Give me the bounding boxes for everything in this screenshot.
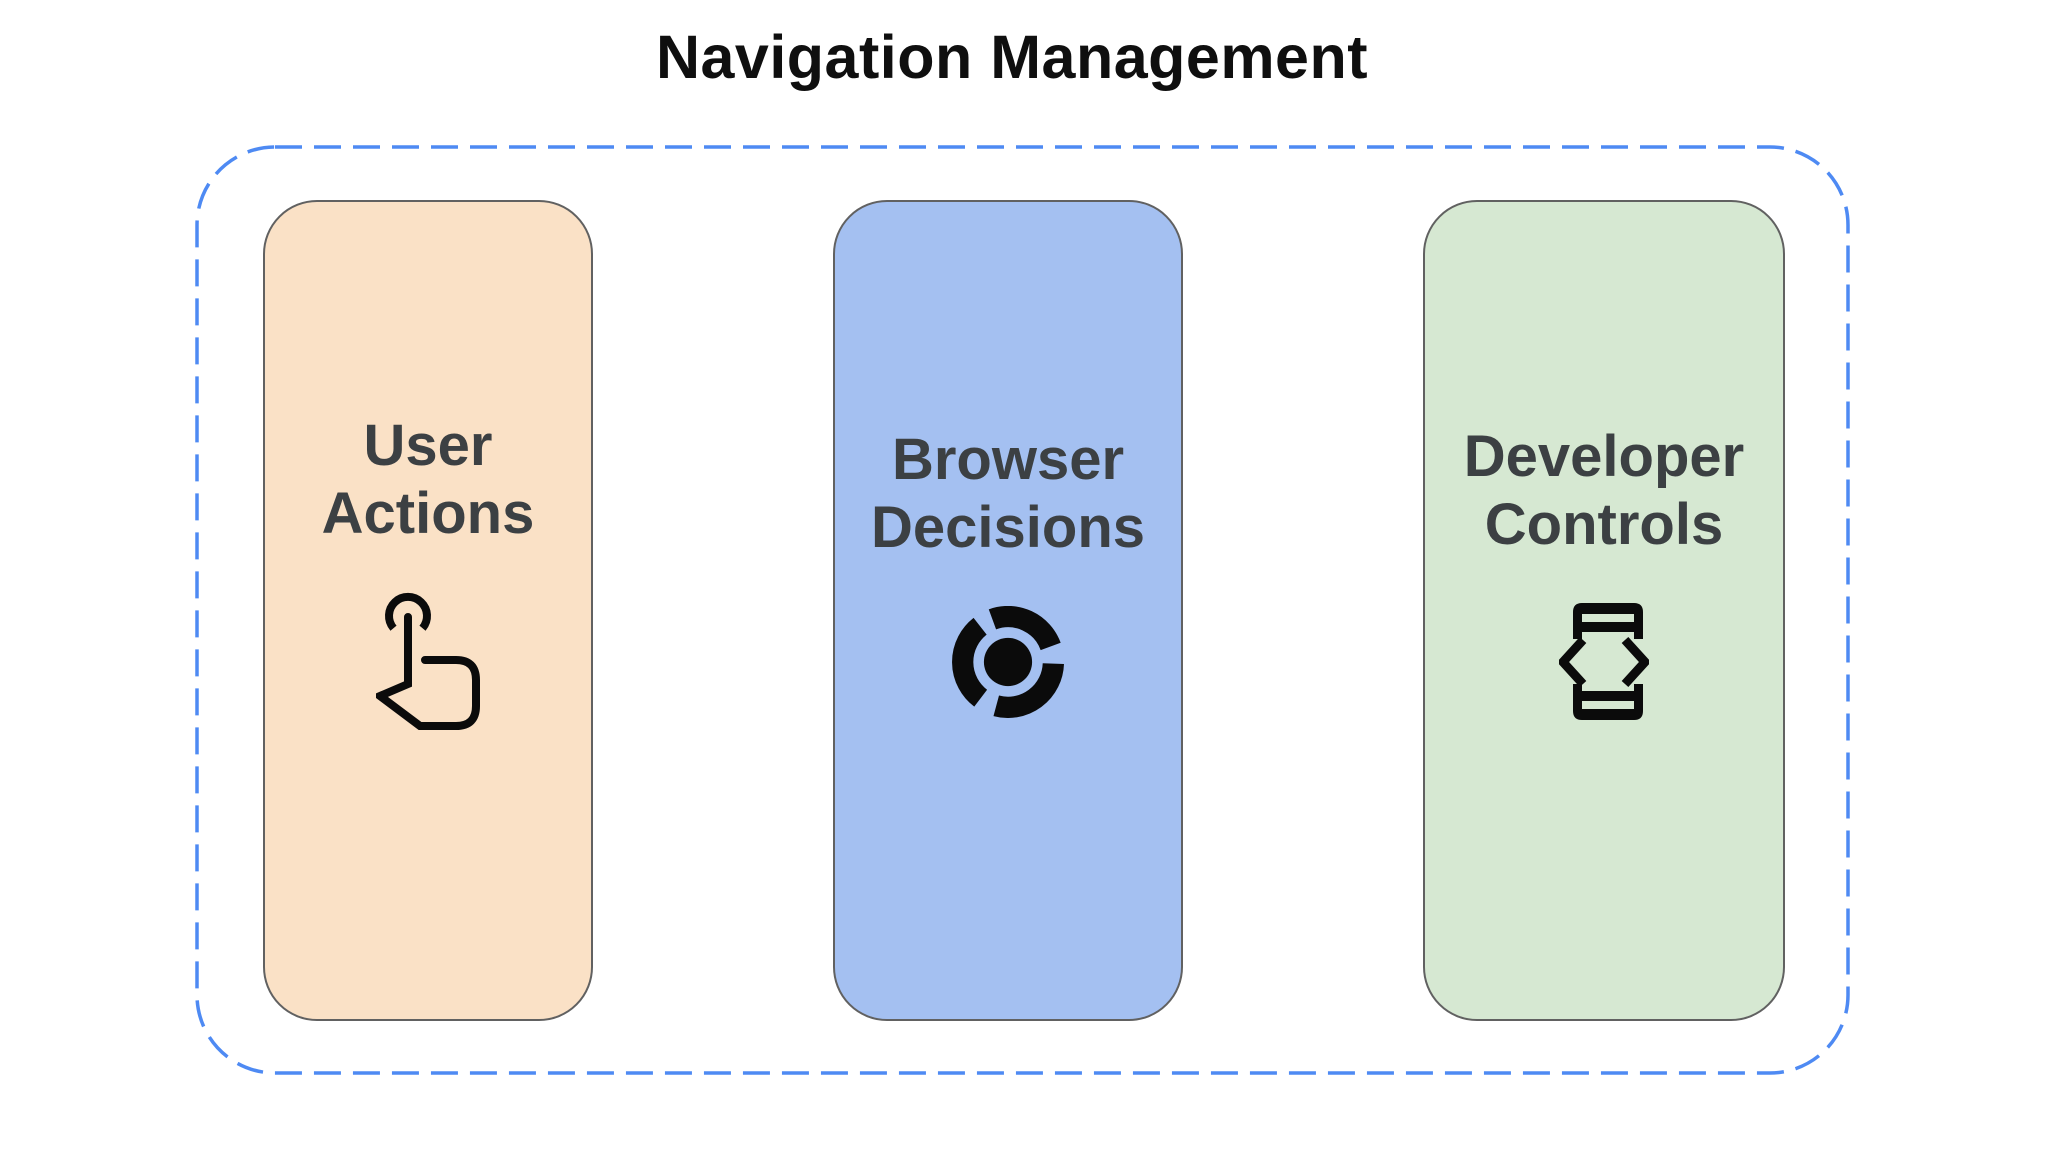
- chrome-browser-icon: [952, 605, 1064, 718]
- card-label: Browser Decisions: [871, 426, 1145, 562]
- card-label-line: Developer: [1463, 424, 1745, 489]
- card-label: Developer Controls: [1464, 423, 1744, 559]
- card-label-line: Decisions: [871, 494, 1145, 560]
- developer-mode-icon: [1559, 603, 1649, 720]
- page-title: Navigation Management: [655, 23, 1369, 91]
- dashed-group-frame: User Actions Browser Decisions Developer…: [195, 145, 1850, 1075]
- card-label-line: User: [363, 412, 493, 478]
- card-label: User Actions: [322, 412, 535, 548]
- dashed-border: [195, 145, 1850, 1075]
- touch-gesture-icon: [375, 592, 480, 730]
- card-developer-controls[interactable]: Developer Controls: [1423, 200, 1785, 1021]
- card-user-actions[interactable]: User Actions: [263, 200, 593, 1021]
- card-label-line: Controls: [1484, 492, 1724, 557]
- card-label-line: Actions: [321, 480, 535, 546]
- card-label-line: Browser: [891, 426, 1125, 492]
- card-browser-decisions[interactable]: Browser Decisions: [833, 200, 1183, 1021]
